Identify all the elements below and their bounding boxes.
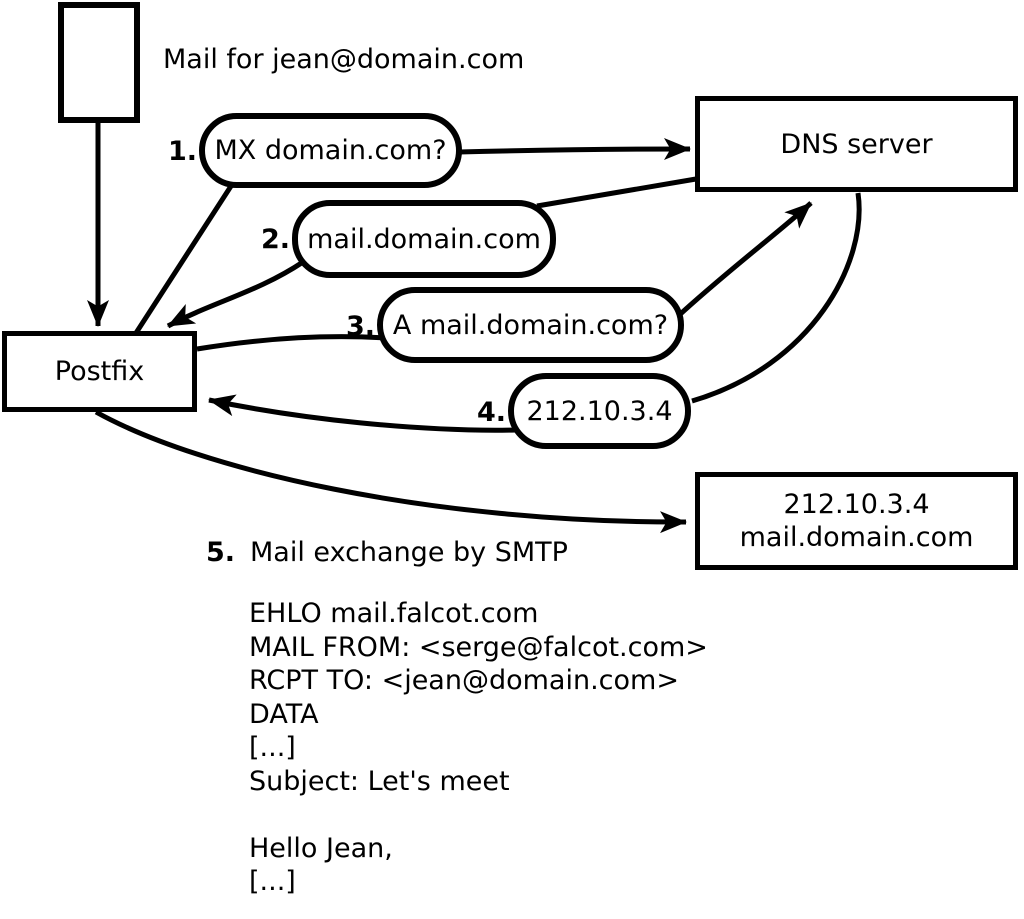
smtp-line: . xyxy=(249,899,258,919)
bubble-a-query-label: A mail.domain.com? xyxy=(392,309,669,341)
arrow-pill2-to-postfix xyxy=(166,259,305,329)
step-number-2: 2. xyxy=(260,224,290,255)
line-dns-to-pill4 xyxy=(691,192,862,404)
line-postfix-to-pill3 xyxy=(196,334,387,352)
line-postfix-to-pill1 xyxy=(133,181,236,335)
step-number-5: 5. xyxy=(205,537,235,568)
smtp-line: Subject: Let's meet xyxy=(249,765,510,797)
bubble-a-answer: 212.10.3.4 xyxy=(508,373,691,449)
step-5-label: Mail exchange by SMTP xyxy=(250,537,568,568)
smtp-session-transcript: EHLO mail.falcot.com MAIL FROM: <serge@f… xyxy=(249,597,708,919)
bubble-mx-query-label: MX domain.com? xyxy=(214,135,447,166)
node-postfix: Postfix xyxy=(2,331,197,412)
smtp-line: Hello Jean, xyxy=(249,832,393,864)
node-mail-server-ip: 212.10.3.4 xyxy=(783,489,930,520)
arrow-postfix-to-mailserver xyxy=(94,409,687,534)
step-number-1: 1. xyxy=(167,136,197,167)
node-mail-server: 212.10.3.4 mail.domain.com xyxy=(695,472,1018,570)
bubble-a-answer-label: 212.10.3.4 xyxy=(526,395,673,427)
node-mail-server-hostname: mail.domain.com xyxy=(739,522,974,553)
smtp-line: EHLO mail.falcot.com xyxy=(249,598,539,629)
step-number-3: 3. xyxy=(345,311,375,342)
arrow-pill4-to-postfix xyxy=(208,394,517,433)
smtp-line: RCPT TO: <jean@domain.com> xyxy=(249,665,679,696)
node-postfix-label: Postfix xyxy=(54,356,145,387)
bubble-mx-answer-label: mail.domain.com xyxy=(307,223,541,255)
bubble-mx-answer: mail.domain.com xyxy=(292,200,556,278)
line-dns-to-pill2 xyxy=(536,176,697,209)
smtp-line: DATA xyxy=(249,698,319,730)
node-dns-server-label: DNS server xyxy=(780,128,933,160)
smtp-line: MAIL FROM: <serge@falcot.com> xyxy=(249,631,708,663)
node-dns-server: DNS server xyxy=(695,96,1018,192)
smtp-line-blank xyxy=(249,798,708,832)
smtp-line: [...] xyxy=(249,732,296,763)
arrow-pill1-to-dns xyxy=(458,138,691,161)
smtp-line: [...] xyxy=(249,866,296,897)
bubble-mx-query: MX domain.com? xyxy=(199,113,462,188)
mail-envelope-shape xyxy=(58,2,140,123)
bubble-a-query: A mail.domain.com? xyxy=(377,287,684,363)
step-number-4: 4. xyxy=(476,397,506,428)
mail-annotation: Mail for jean@domain.com xyxy=(163,44,525,75)
arrow-pill3-to-dns xyxy=(674,201,813,320)
